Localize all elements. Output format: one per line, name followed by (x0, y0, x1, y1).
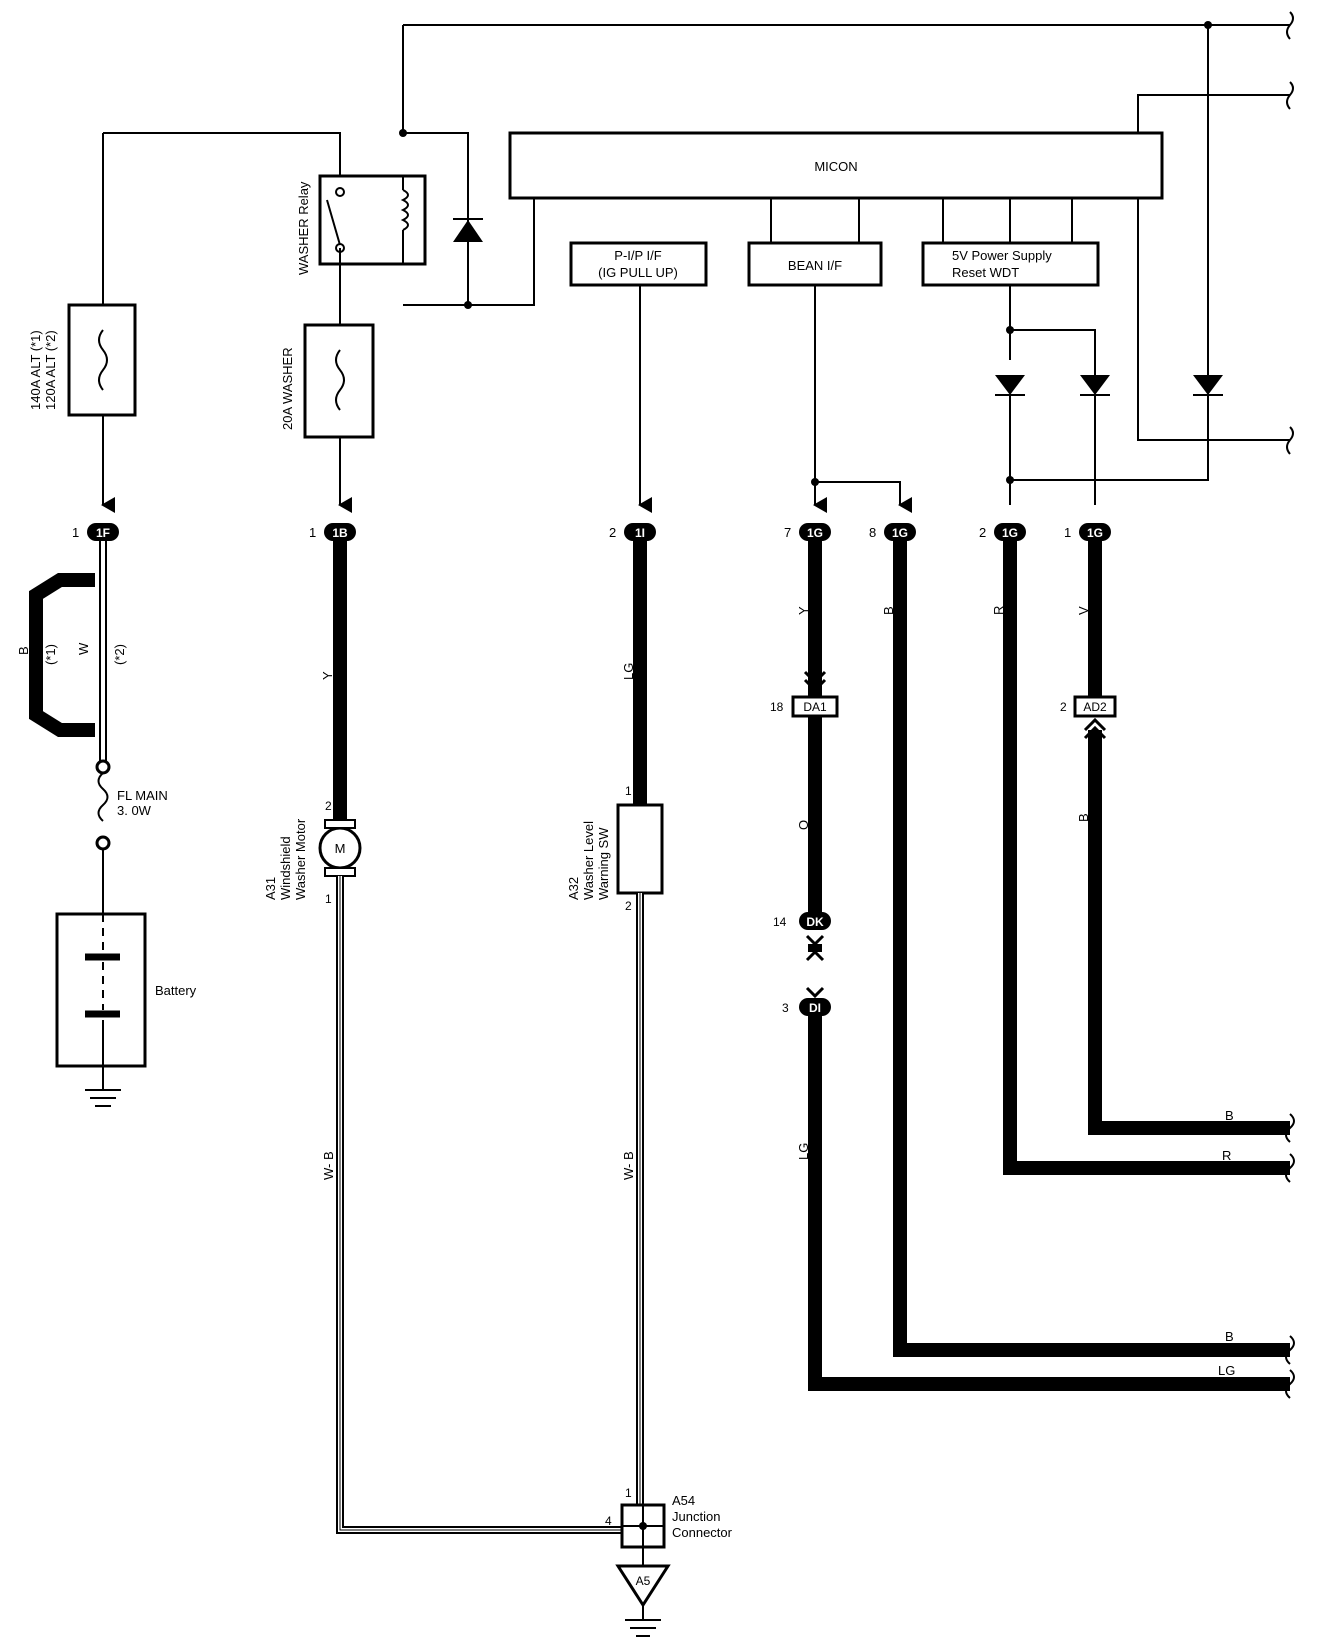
conn-1B-pin: 1 (309, 525, 316, 540)
right-b1-label: B (1225, 1108, 1234, 1123)
sw-pin-top: 1 (625, 784, 632, 798)
connector-1G-7: 1G 7 (784, 523, 831, 541)
junction-label-1: A54 (672, 1493, 695, 1508)
wire-b-label: B (16, 646, 31, 655)
power-branch-r: R R (991, 541, 1295, 1183)
right-lg-label: LG (1218, 1363, 1235, 1378)
pip-label-2: (IG PULL UP) (598, 265, 678, 280)
alt-fuse-label-2: 120A ALT (*2) (43, 330, 58, 410)
power-branch-v: V AD2 2 B B (1060, 541, 1295, 1143)
power-block: 5V Power Supply Reset WDT (921, 241, 1100, 287)
connector-1G-2: 1G 2 (979, 523, 1026, 541)
wire-wb1-label: W- B (321, 1151, 336, 1180)
conn-DI-id: DI (809, 1001, 821, 1015)
conn-1I-pin: 2 (609, 525, 616, 540)
motor-label-2: Windshield (278, 836, 293, 900)
motor-symbol: M (335, 841, 346, 856)
connector-1G-1: 1G 1 (1064, 523, 1111, 541)
motor-pin-top: 2 (325, 799, 332, 813)
conn-1F-id: 1F (96, 526, 110, 540)
conn-DK-pin: 14 (773, 915, 787, 929)
connector-1B: 1B 1 (309, 523, 356, 541)
junction-connector: 1 4 A54 Junction Connector A5 (605, 1486, 733, 1637)
conn-AD2-pin: 2 (1060, 700, 1067, 714)
wire-wb2-label: W- B (621, 1151, 636, 1180)
connector-1F: 1F 1 (72, 523, 119, 541)
wire-star1-label: (*1) (43, 644, 58, 665)
wire-w-label: W (76, 642, 91, 655)
conn-1G8-pin: 8 (869, 525, 876, 540)
wire-y1-label: Y (320, 671, 335, 680)
motor-pin-bot: 1 (325, 892, 332, 906)
right-b2-label: B (1225, 1329, 1234, 1344)
conn-1G1-id: 1G (1087, 526, 1103, 540)
connector-1G-8: 1G 8 (869, 523, 916, 541)
wire-o1-label: O (796, 820, 811, 830)
junction-label-2: Junction (672, 1509, 720, 1524)
connector-1I: 1I 2 (609, 523, 656, 541)
wire-b2-label: B (1076, 813, 1091, 822)
pip-label-1: P-I/P I/F (614, 248, 661, 263)
relay-label: WASHER Relay (296, 181, 311, 275)
wire-y2-label: Y (796, 606, 811, 615)
wire-lg1-label: LG (621, 663, 636, 680)
washer-motor-branch: Y 2 M A31 Windshield Washer Motor 1 W- B (263, 541, 640, 1534)
motor-label-1: A31 (263, 877, 278, 900)
micon-box: MICON (508, 131, 1164, 200)
ground-label: A5 (636, 1574, 651, 1588)
alt-fuse: 140A ALT (*1) 120A ALT (*2) (28, 133, 137, 513)
pip-block: P-I/P I/F (IG PULL UP) (569, 241, 708, 287)
conn-1G7-id: 1G (807, 526, 823, 540)
bean-label: BEAN I/F (788, 258, 842, 273)
alt-fuse-label-1: 140A ALT (*1) (28, 330, 43, 410)
conn-1G8-id: 1G (892, 526, 908, 540)
conn-1G2-id: 1G (1002, 526, 1018, 540)
wire-b1-label: B (881, 606, 896, 615)
top-wiring (103, 11, 1294, 465)
junction-pin-left: 4 (605, 1514, 612, 1528)
fl-main-label-2: 3. 0W (117, 803, 152, 818)
wire-star2-label: (*2) (112, 644, 127, 665)
power-diodes (995, 330, 1223, 505)
relay-diode (453, 133, 483, 309)
conn-1G2-pin: 2 (979, 525, 986, 540)
battery-circuit: B (*1) W (*2) FL MAIN 3. 0W Battery (16, 541, 197, 1107)
battery-label: Battery (155, 983, 197, 998)
washer-fuse: 20A WASHER (280, 248, 375, 513)
bean-branch-8: B B (881, 541, 1295, 1365)
conn-1G1-pin: 1 (1064, 525, 1071, 540)
fl-main-label-1: FL MAIN (117, 788, 168, 803)
power-label-2: Reset WDT (952, 265, 1019, 280)
conn-DA1-pin: 18 (770, 700, 784, 714)
conn-DI-pin: 3 (782, 1001, 789, 1015)
sw-label-1: A32 (566, 877, 581, 900)
motor-label-3: Washer Motor (293, 818, 308, 900)
micon-label: MICON (814, 159, 857, 174)
conn-1I-id: 1I (635, 526, 645, 540)
washer-level-branch: LG 1 A32 Washer Level Warning SW 2 W- B (566, 541, 664, 1505)
junction-label-3: Connector (672, 1525, 733, 1540)
bean-block: BEAN I/F (747, 241, 883, 287)
conn-AD2-id: AD2 (1083, 700, 1107, 714)
conn-1G7-pin: 7 (784, 525, 791, 540)
conn-DK-id: DK (806, 915, 824, 929)
washer-fuse-label: 20A WASHER (280, 347, 295, 430)
sw-pin-bot: 2 (625, 899, 632, 913)
washer-relay: WASHER Relay (296, 174, 427, 275)
power-label-1: 5V Power Supply (952, 248, 1052, 263)
sw-label-3: Warning SW (596, 827, 611, 900)
junction-pin-top: 1 (625, 1486, 632, 1500)
wire-r1-label: R (991, 606, 1006, 615)
wire-v1-label: V (1076, 606, 1091, 615)
wire-lg2-label: LG (796, 1143, 811, 1160)
bean-branch-7: Y DA1 18 O DK 14 DI 3 LG LG (770, 541, 1295, 1399)
right-r-label: R (1222, 1148, 1231, 1163)
conn-1B-id: 1B (332, 526, 348, 540)
conn-1F-pin: 1 (72, 525, 79, 540)
sw-label-2: Washer Level (581, 821, 596, 900)
conn-DA1-id: DA1 (803, 700, 827, 714)
